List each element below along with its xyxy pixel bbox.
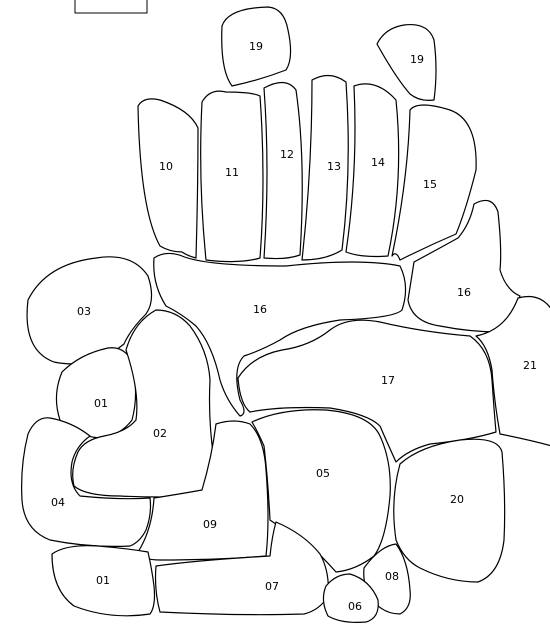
region-21-label: 21 bbox=[523, 359, 537, 372]
region-13-label: 13 bbox=[327, 160, 341, 173]
region-12-label: 12 bbox=[280, 148, 294, 161]
region-16-center-label: 16 bbox=[253, 303, 267, 316]
region-09-label: 09 bbox=[203, 518, 217, 531]
region-01-upper-label: 01 bbox=[94, 397, 108, 410]
region-19-right-label: 19 bbox=[410, 53, 424, 66]
region-14-label: 14 bbox=[371, 156, 385, 169]
region-06-label: 06 bbox=[348, 600, 362, 613]
region-10: 10 bbox=[138, 99, 198, 258]
region-19-top: 19 bbox=[222, 7, 291, 86]
corner-box bbox=[75, 0, 147, 13]
region-07-label: 07 bbox=[265, 580, 279, 593]
region-08-label: 08 bbox=[385, 570, 399, 583]
region-16-right-label: 16 bbox=[457, 286, 471, 299]
region-11: 11 bbox=[201, 91, 263, 261]
region-14: 14 bbox=[346, 84, 399, 257]
region-02-label: 02 bbox=[153, 427, 167, 440]
region-04-label: 04 bbox=[51, 496, 65, 509]
region-20: 20 bbox=[394, 439, 505, 582]
region-05-label: 05 bbox=[316, 467, 330, 480]
region-13: 13 bbox=[302, 75, 348, 260]
region-01-lower-label: 01 bbox=[96, 574, 110, 587]
region-10-label: 10 bbox=[159, 160, 173, 173]
region-15-label: 15 bbox=[423, 178, 437, 191]
region-17-label: 17 bbox=[381, 374, 395, 387]
region-11-label: 11 bbox=[225, 166, 239, 179]
region-12: 12 bbox=[264, 82, 302, 258]
region-20-label: 20 bbox=[450, 493, 464, 506]
region-19-top-label: 19 bbox=[249, 40, 263, 53]
region-03-label: 03 bbox=[77, 305, 91, 318]
region-19-right: 19 bbox=[377, 25, 436, 101]
region-01-lower: 01 bbox=[52, 546, 155, 616]
